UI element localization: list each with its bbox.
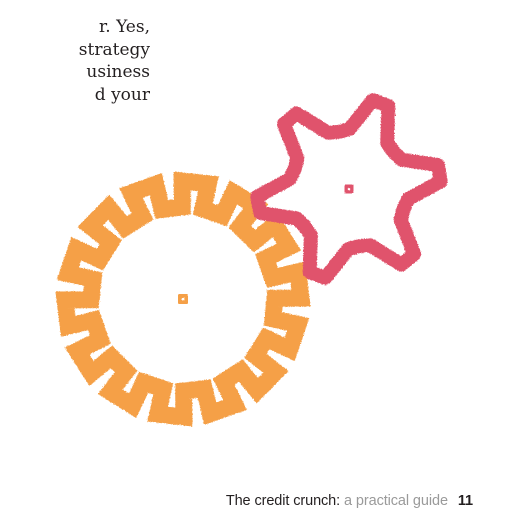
large-gear-hub [176, 292, 190, 306]
body-text-line: r. Yes, [99, 17, 150, 37]
footer-title: The credit crunch: [225, 493, 341, 509]
body-text-line: usiness [86, 62, 150, 82]
body-text-line: strategy [78, 39, 150, 60]
footer-subtitle: a practical guide [344, 493, 448, 509]
page-footer: The credit crunch: a practical guide 11 [226, 493, 473, 509]
body-text-line: d your [94, 84, 150, 105]
large-gear-icon [55, 171, 311, 427]
body-text-fragment: r. Yes, strategy usiness d your [0, 16, 150, 106]
page-number: 11 [457, 493, 473, 509]
small-gear-hub [343, 183, 355, 195]
small-gear-icon [250, 93, 448, 285]
